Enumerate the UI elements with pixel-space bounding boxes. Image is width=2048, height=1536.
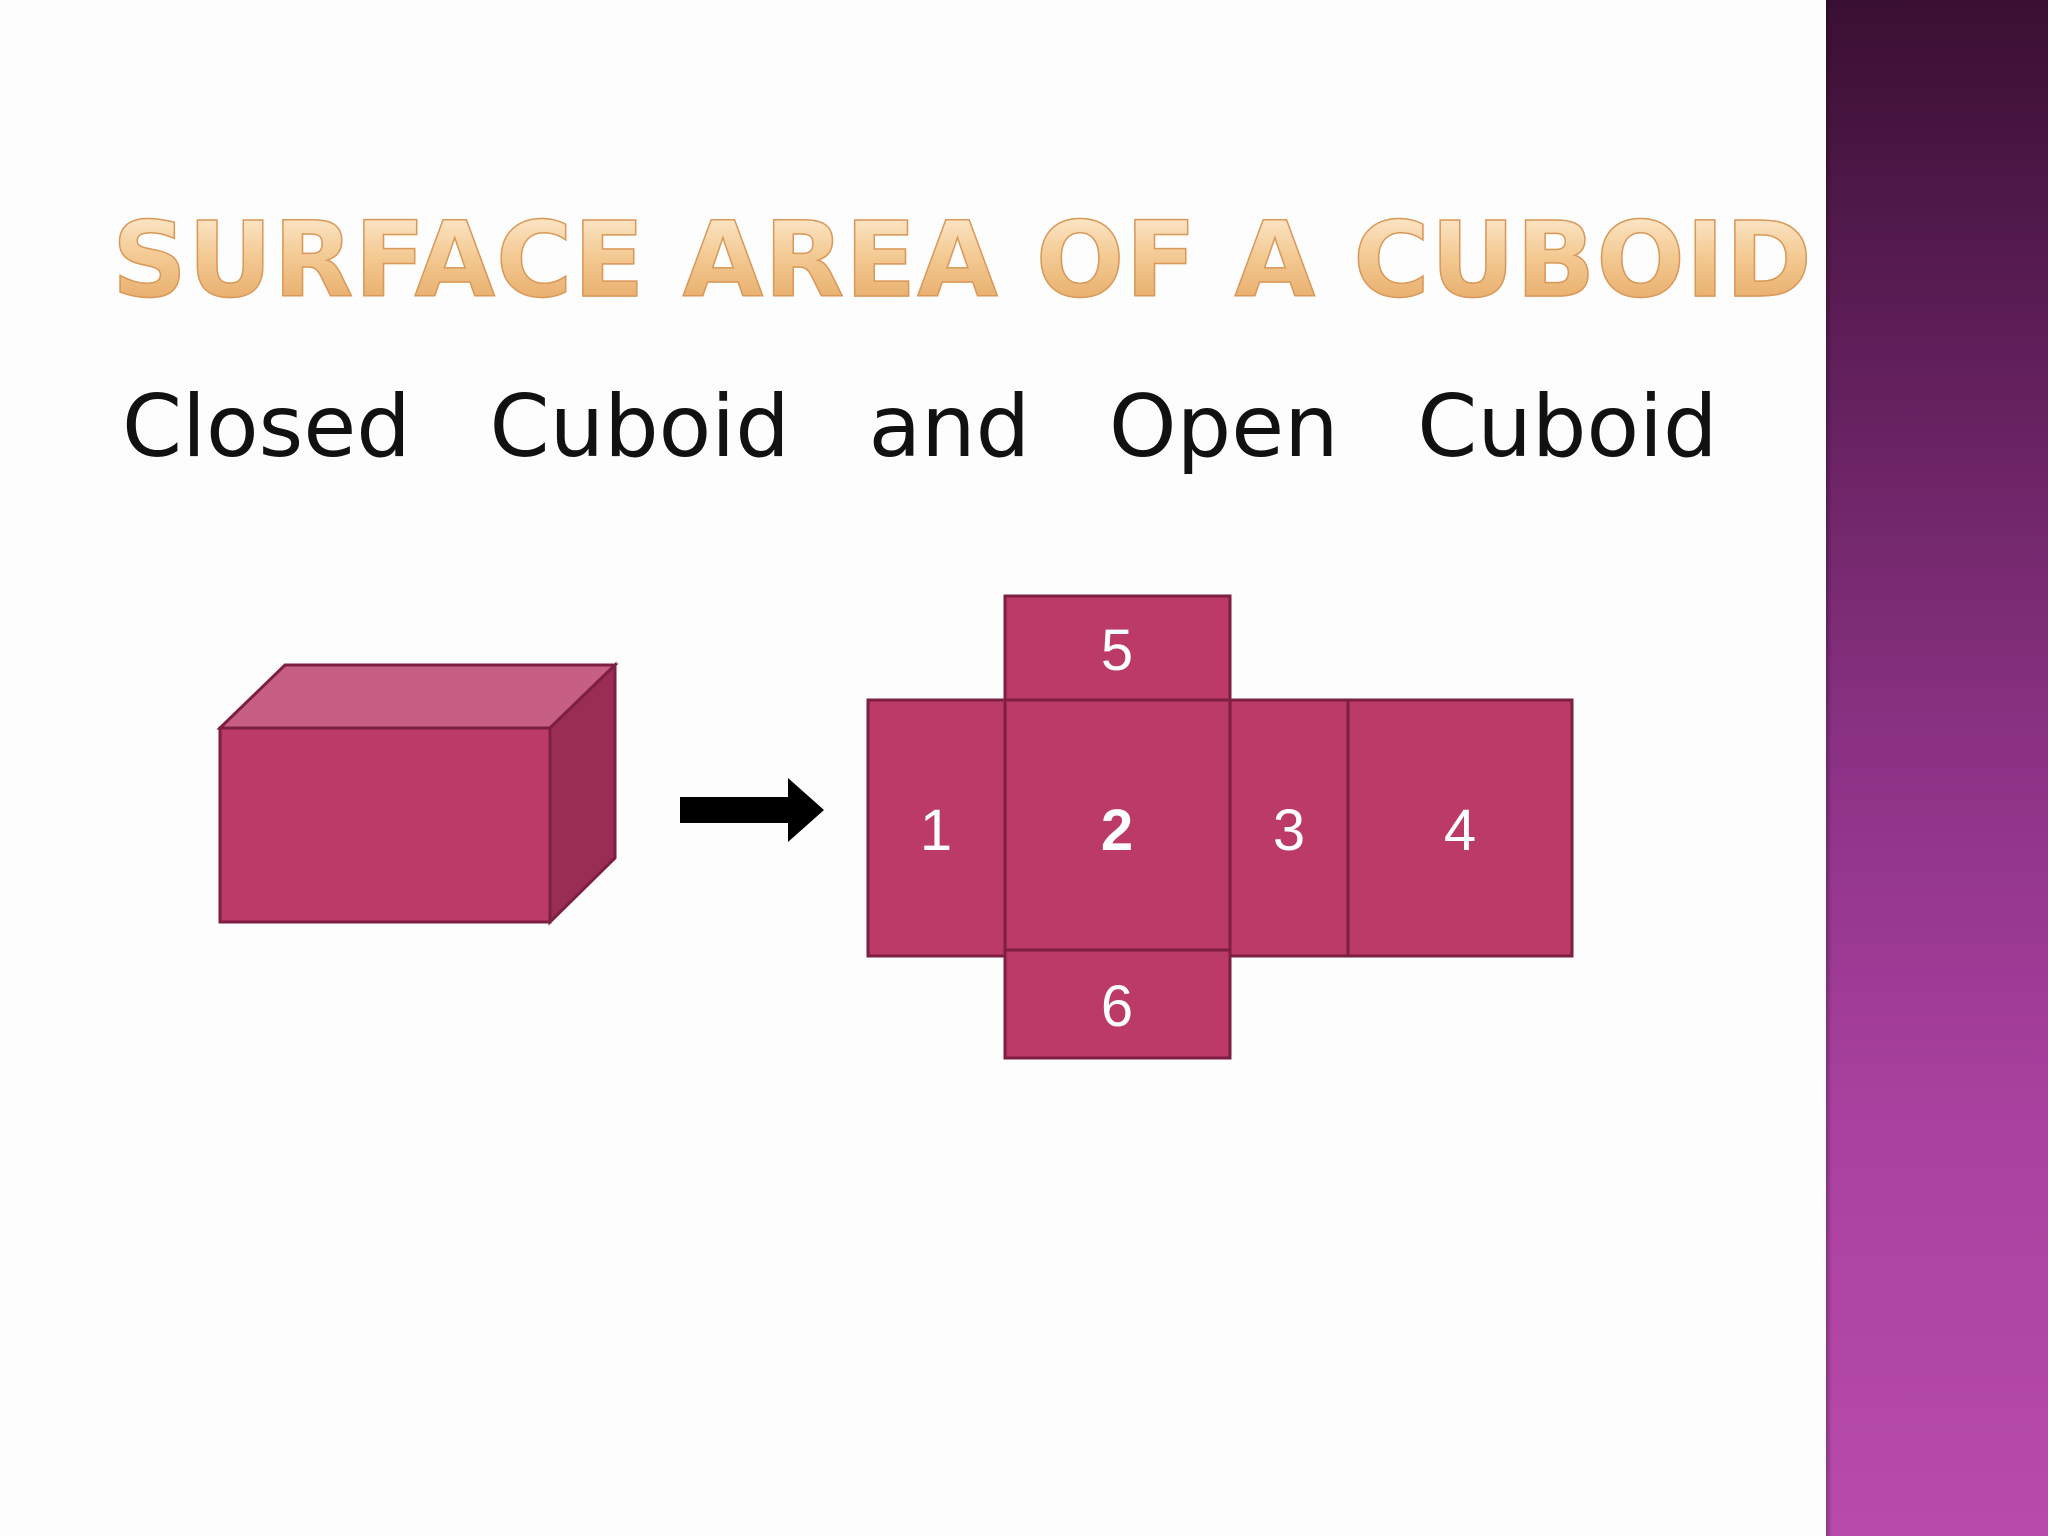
right-arrow-icon <box>680 778 824 842</box>
cuboid-front-face <box>218 726 552 924</box>
net-face-3 <box>1228 698 1350 958</box>
net-face-6-label: 6 <box>1101 974 1133 1039</box>
net-face-3-label: 3 <box>1273 798 1305 863</box>
closed-cuboid <box>216 661 619 926</box>
net-face-2-label: 2 <box>1101 798 1133 863</box>
slide-subtitle: Closed Cuboid and Open Cuboid <box>122 377 1718 477</box>
side-band-shadow <box>1826 0 1832 1536</box>
net-face-6 <box>1003 948 1232 1060</box>
net-face-5-label: 5 <box>1101 618 1133 683</box>
decorative-side-band <box>1826 0 2048 1536</box>
net-face-4 <box>1346 698 1574 958</box>
net-face-4-label: 4 <box>1444 798 1476 863</box>
net-face-1 <box>866 698 1007 958</box>
slide-title: SURFACE AREA OF A CUBOID <box>111 199 1813 321</box>
net-face-5 <box>1003 594 1232 702</box>
cuboid-net: 5 1 2 3 4 6 <box>866 594 1574 1060</box>
net-face-2 <box>1003 698 1232 952</box>
cuboid-top-face <box>216 663 619 730</box>
net-face-1-label: 1 <box>920 798 952 863</box>
